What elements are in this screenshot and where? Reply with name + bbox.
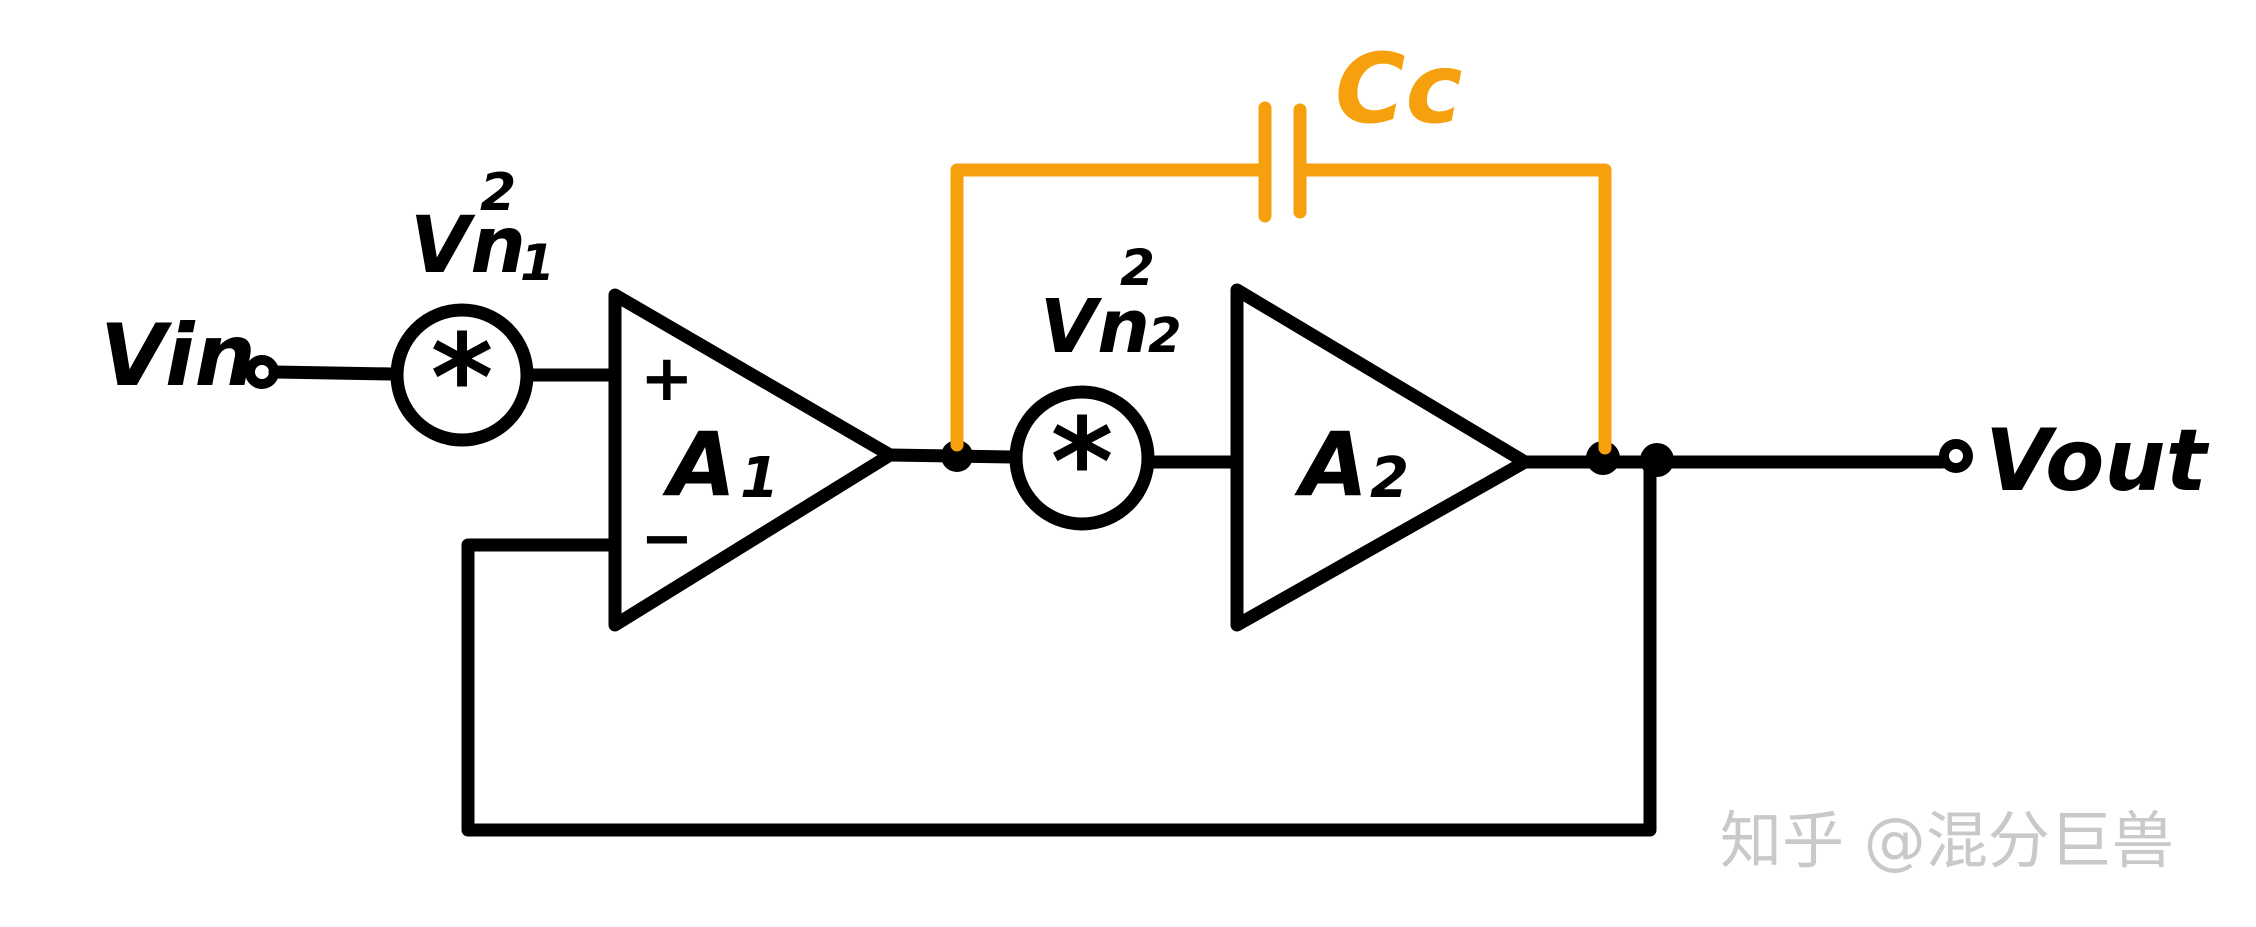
svg-text:Vn: Vn [410, 201, 526, 291]
noise-source-1-label: Vn 2 1 [410, 163, 555, 292]
svg-text:2: 2 [480, 163, 516, 223]
watermark: 知乎 @混分巨兽 [1720, 804, 2174, 877]
svg-text:2: 2 [1120, 239, 1155, 297]
capacitor-label: Cc [1335, 33, 1462, 145]
output-label: Vout [1985, 411, 2210, 511]
amp-2-label: A 2 [1294, 413, 1409, 516]
noise-source-2: * [1009, 385, 1155, 533]
noise-source-1: * [390, 303, 534, 449]
output-terminal [1939, 439, 1973, 473]
svg-text:A: A [1294, 413, 1368, 516]
amp-2-triangle [1230, 283, 1532, 632]
noise-source-1-symbol: * [431, 310, 494, 449]
svg-text:2: 2 [1370, 446, 1409, 511]
noise-source-2-symbol: * [1051, 394, 1114, 533]
input-wire [268, 365, 399, 381]
amp-1-minus-sign: − [640, 502, 694, 576]
node-output-1 [1586, 441, 1620, 475]
svg-text:2: 2 [1148, 308, 1181, 364]
svg-text:Vn: Vn [1040, 284, 1150, 370]
feedback-wire [461, 455, 1657, 837]
svg-text:A: A [662, 413, 736, 516]
node-amp1-output [941, 440, 973, 472]
cc-right-wire [1293, 163, 1612, 455]
amp-1-label: A 1 [662, 413, 779, 516]
svg-text:1: 1 [740, 446, 779, 511]
amp-1-triangle [608, 288, 897, 632]
noise-source-2-label: Vn 2 2 [1040, 239, 1181, 370]
cc-left-wire [950, 163, 1269, 452]
amp-1-plus-sign: + [640, 342, 694, 416]
input-label: Vin [100, 306, 256, 406]
svg-text:1: 1 [520, 234, 555, 292]
